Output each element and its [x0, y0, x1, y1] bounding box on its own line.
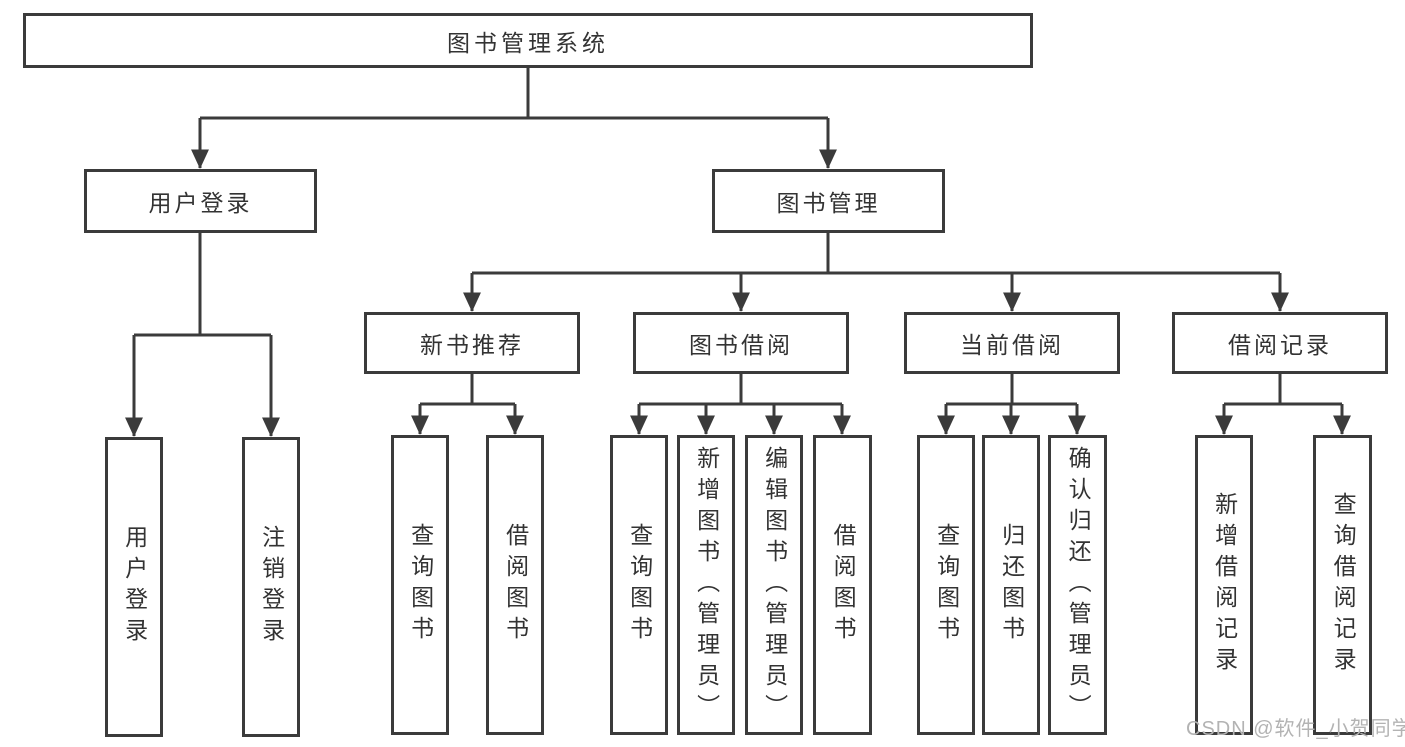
node-label: 借阅记录 [1228, 332, 1332, 358]
node-root: 图书管理系统 [23, 13, 1033, 68]
node-user-login: 用户登录 [84, 169, 317, 233]
node-book-borrowing: 图书借阅 [633, 312, 849, 374]
node-current-borrowing: 当前借阅 [904, 312, 1120, 374]
leaf-bb-query-books: 查询图书 [610, 435, 668, 735]
node-label: 新增借阅记录 [1211, 492, 1238, 678]
leaf-logout: 注销登录 [242, 437, 300, 737]
node-label: 当前借阅 [960, 332, 1064, 358]
leaf-user-login: 用户登录 [105, 437, 163, 737]
node-label: 图书管理系统 [447, 29, 609, 56]
leaf-cb-confirm-return-admin: 确认归还（管理员） [1048, 435, 1107, 735]
leaf-nb-query-books: 查询图书 [391, 435, 449, 735]
leaf-bb-edit-books-admin: 编辑图书（管理员） [745, 435, 803, 735]
node-new-book-recommend: 新书推荐 [364, 312, 580, 374]
node-label: 用户登录 [148, 190, 253, 216]
leaf-br-add-record: 新增借阅记录 [1195, 435, 1253, 735]
node-label: 归还图书 [998, 523, 1025, 647]
leaf-bb-borrow-books: 借阅图书 [813, 435, 872, 735]
node-label: 查询借阅记录 [1330, 492, 1357, 678]
node-label: 确认归还（管理员） [1065, 445, 1092, 725]
node-label: 用户登录 [121, 525, 148, 649]
node-label: 查询图书 [933, 523, 960, 647]
leaf-cb-query-books: 查询图书 [917, 435, 975, 735]
arrow-down-icons [125, 118, 1351, 437]
node-label: 图书借阅 [689, 332, 793, 358]
node-label: 借阅图书 [830, 523, 857, 647]
node-label: 借阅图书 [502, 523, 529, 647]
leaf-cb-return-books: 归还图书 [982, 435, 1040, 735]
node-label: 编辑图书（管理员） [761, 445, 788, 725]
node-label: 查询图书 [407, 523, 434, 647]
node-borrow-records: 借阅记录 [1172, 312, 1388, 374]
node-label: 新增图书（管理员） [693, 445, 720, 725]
leaf-br-query-record: 查询借阅记录 [1313, 435, 1372, 735]
node-label: 图书管理 [776, 190, 881, 216]
node-book-management: 图书管理 [712, 169, 945, 233]
leaf-bb-add-books-admin: 新增图书（管理员） [677, 435, 735, 735]
leaf-nb-borrow-books: 借阅图书 [486, 435, 544, 735]
node-label: 查询图书 [626, 523, 653, 647]
node-label: 注销登录 [258, 525, 285, 649]
node-label: 新书推荐 [420, 332, 524, 358]
